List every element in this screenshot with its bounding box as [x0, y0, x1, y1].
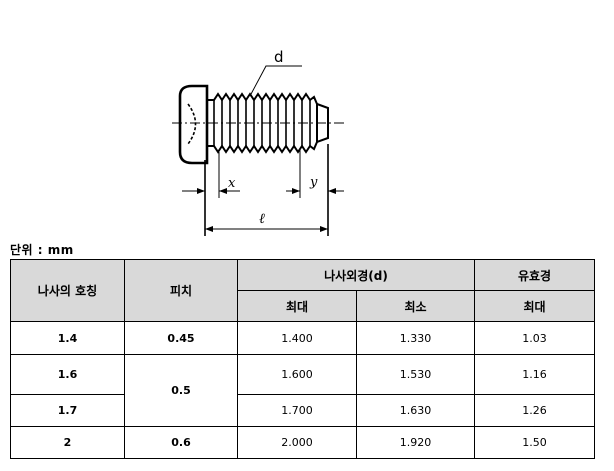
- cell-nominal: 1.4: [10, 321, 125, 355]
- cell-nominal: 1.6: [10, 354, 125, 395]
- header-max: 최대: [237, 290, 357, 322]
- header-outer-dia: 나사외경(d): [236, 259, 476, 291]
- cell-pitch: 0.6: [124, 426, 238, 459]
- unit-label: 단위 : mm: [10, 243, 74, 257]
- table-row: 2 0.6 2.000 1.920 1.50: [10, 426, 596, 459]
- cell-eff-max: 1.50: [474, 426, 596, 459]
- cell-d-max: 1.600: [237, 354, 357, 395]
- cell-nominal: 1.7: [10, 394, 125, 427]
- header-pitch: 피치: [124, 259, 238, 322]
- cell-d-min: 1.330: [355, 321, 476, 355]
- thread-bottom: [207, 141, 318, 154]
- cell-nominal: 2: [10, 426, 125, 459]
- thread-top: [207, 92, 318, 105]
- label-d: d: [274, 48, 284, 66]
- label-l: ℓ: [259, 211, 265, 227]
- cell-pitch: 0.45: [124, 321, 238, 355]
- cell-d-max: 2.000: [237, 426, 357, 459]
- table-row: 1.4 0.45 1.400 1.330 1.03: [10, 321, 596, 355]
- table-row: 1.6 0.5 1.600 1.530 1.16: [10, 354, 596, 427]
- cell-pitch: 0.5: [124, 354, 238, 427]
- cell-d-max: 1.400: [237, 321, 357, 355]
- cell-d-min: 1.530: [355, 354, 476, 395]
- cell-d-min: 1.630: [355, 394, 476, 427]
- cell-eff-max: 1.26: [474, 394, 596, 427]
- cell-eff-max: 1.16: [474, 354, 596, 395]
- head-recess: [187, 103, 197, 145]
- label-x: x: [228, 176, 236, 191]
- screw-drawing: d x y ℓ: [172, 48, 346, 236]
- screw-spec-table: 나사의 호칭 피치 나사외경(d) 유효경 최대 최소 최대 1.4 0.45 …: [10, 259, 596, 459]
- header-eff-max: 최대: [474, 290, 596, 322]
- screw-head: [178, 84, 209, 165]
- cell-d-max: 1.700: [237, 394, 357, 427]
- screw-tip: [316, 102, 329, 144]
- label-y: y: [309, 175, 318, 190]
- cell-d-min: 1.920: [355, 426, 476, 459]
- d-leader: [249, 65, 302, 97]
- header-min: 최소: [355, 290, 476, 322]
- table-row: 1.7 1.700 1.630 1.26: [10, 394, 596, 427]
- header-nominal: 나사의 호칭: [10, 259, 125, 322]
- cell-eff-max: 1.03: [474, 321, 596, 355]
- header-effective-dia: 유효경: [474, 259, 596, 291]
